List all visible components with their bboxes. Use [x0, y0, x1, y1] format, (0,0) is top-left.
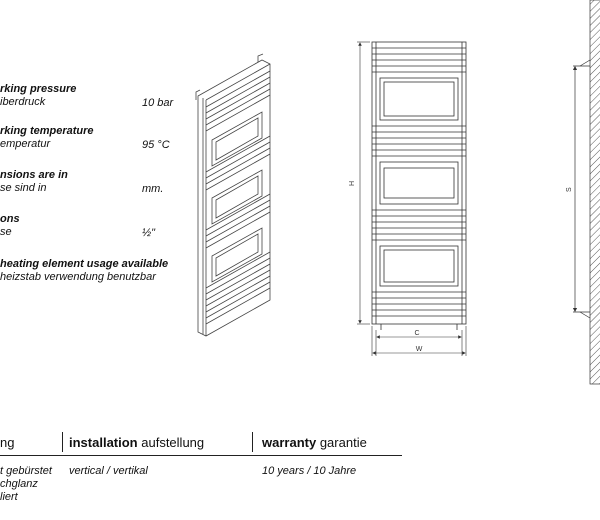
installation-value: vertical / vertikal [69, 465, 148, 477]
spec-title: rking temperature [0, 125, 94, 137]
finish-values: t gebürstet chglanz liert [0, 465, 52, 504]
spec-subtitle: emperatur [0, 138, 51, 150]
table-header-finish: ng [0, 435, 14, 450]
finish-line: liert [0, 491, 18, 503]
spec-value: mm. [142, 183, 164, 195]
spec-connections: ons se [0, 213, 20, 239]
dimension-label-s: S [566, 187, 573, 192]
spec-working-temperature: rking temperature emperatur [0, 125, 94, 151]
spec-title: nsions are in [0, 169, 68, 181]
spec-title: heating element usage available [0, 258, 169, 270]
header-bold: installation [69, 435, 138, 450]
spec-title: ons [0, 213, 20, 225]
dimension-label-w: W [416, 346, 423, 353]
header-bold: warranty [262, 435, 317, 450]
spec-dimensions: nsions are in se sind in [0, 169, 68, 195]
header-normal: ng [0, 435, 15, 450]
spec-title: rking pressure [0, 83, 77, 95]
dimension-lines [357, 41, 467, 356]
spec-value: 10 bar [142, 97, 174, 109]
spec-subtitle: iberdruck [0, 96, 46, 108]
finish-line: t gebürstet [0, 465, 52, 477]
dimension-label-c: C [414, 330, 419, 337]
spec-value: 95 °C [142, 139, 170, 151]
spec-subtitle: se [0, 226, 12, 238]
warranty-value: 10 years / 10 Jahre [262, 465, 357, 477]
table-header-warranty: warranty garantie [262, 435, 367, 450]
spec-subtitle: heizstab verwendung benutzbar [0, 271, 156, 283]
radiator-side-view [572, 0, 600, 385]
spec-value: ½" [142, 227, 156, 239]
radiator-perspective-drawing [195, 53, 271, 337]
table-header-rule [0, 455, 402, 456]
spec-working-pressure: rking pressure iberdruck [0, 83, 76, 109]
spec-subtitle: se sind in [0, 182, 47, 194]
radiator-front-view [371, 41, 467, 330]
header-normal: aufstellung [141, 435, 205, 450]
finish-line: chglanz [0, 478, 38, 490]
column-divider [252, 432, 253, 452]
column-divider [62, 432, 63, 452]
dimension-label-h: H [349, 181, 356, 186]
table-header-installation: installation aufstellung [69, 435, 204, 450]
spec-heating-element: heating element usage available heizstab… [0, 258, 168, 284]
header-normal: garantie [319, 435, 367, 450]
